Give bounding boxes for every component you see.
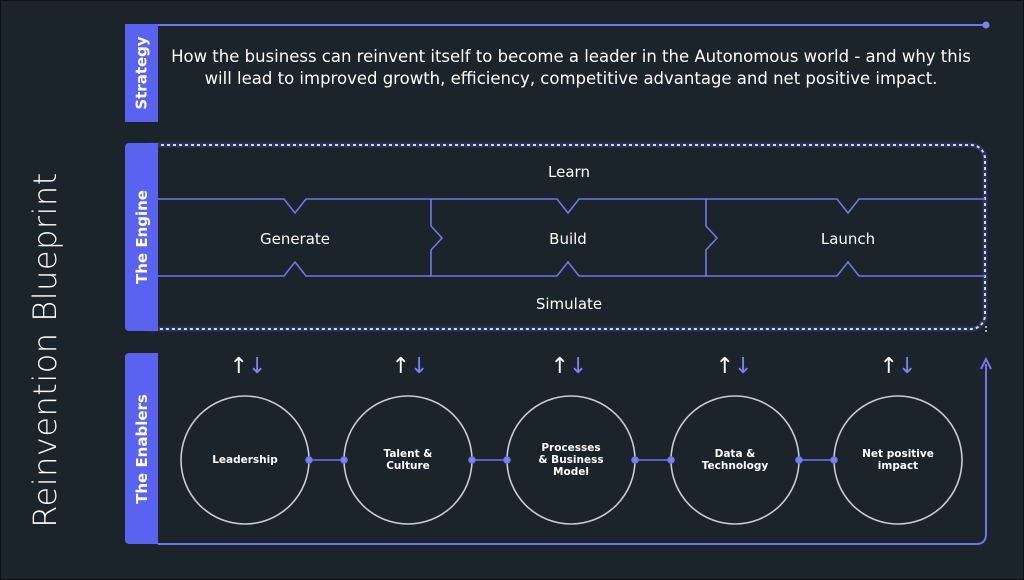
page-title: Reinvention Blueprint bbox=[26, 172, 64, 528]
engine-box bbox=[134, 144, 986, 330]
enabler-data-label: Data & Technology bbox=[701, 448, 769, 472]
enablers-loop-line bbox=[158, 364, 987, 545]
enablers-tab-label: The Enablers bbox=[132, 393, 151, 504]
engine-lower-divider bbox=[158, 260, 985, 277]
enablers-loop-arrowhead bbox=[980, 356, 992, 370]
enabler-leadership-label: Leadership bbox=[212, 454, 278, 466]
engine-stage-build: Build bbox=[549, 230, 587, 248]
enabler-processes-label: Processes & Business Model bbox=[538, 442, 604, 478]
strategy-tab: Strategy bbox=[125, 24, 158, 122]
engine-separator-1 bbox=[430, 199, 444, 276]
engine-learn-label: Learn bbox=[548, 163, 590, 181]
engine-separator-2 bbox=[705, 199, 719, 276]
strategy-tab-label: Strategy bbox=[132, 36, 151, 110]
enabler-connectors bbox=[305, 456, 838, 464]
up-down-arrows-icon: ↑↓ bbox=[879, 354, 917, 379]
engine-tab: The Engine bbox=[125, 143, 158, 331]
enabler-talent-label: Talent & Culture bbox=[383, 448, 433, 472]
engine-stage-launch: Launch bbox=[820, 230, 876, 248]
engine-upper-divider bbox=[158, 198, 985, 215]
up-down-arrows-icon: ↑↓ bbox=[391, 354, 429, 379]
engine-simulate-label: Simulate bbox=[535, 295, 603, 313]
up-down-arrows-icon: ↑↓ bbox=[715, 354, 753, 379]
enabler-netpositive-label: Net positive impact bbox=[862, 448, 934, 472]
engine-tab-label: The Engine bbox=[132, 190, 151, 284]
up-down-arrows-icon: ↑↓ bbox=[550, 354, 588, 379]
strategy-line-dot bbox=[982, 21, 990, 29]
engine-stage-generate: Generate bbox=[259, 230, 331, 248]
up-down-arrows-icon: ↑↓ bbox=[229, 354, 267, 379]
strategy-description: How the business can reinvent itself to … bbox=[171, 47, 971, 88]
enablers-tab: The Enablers bbox=[125, 353, 158, 544]
